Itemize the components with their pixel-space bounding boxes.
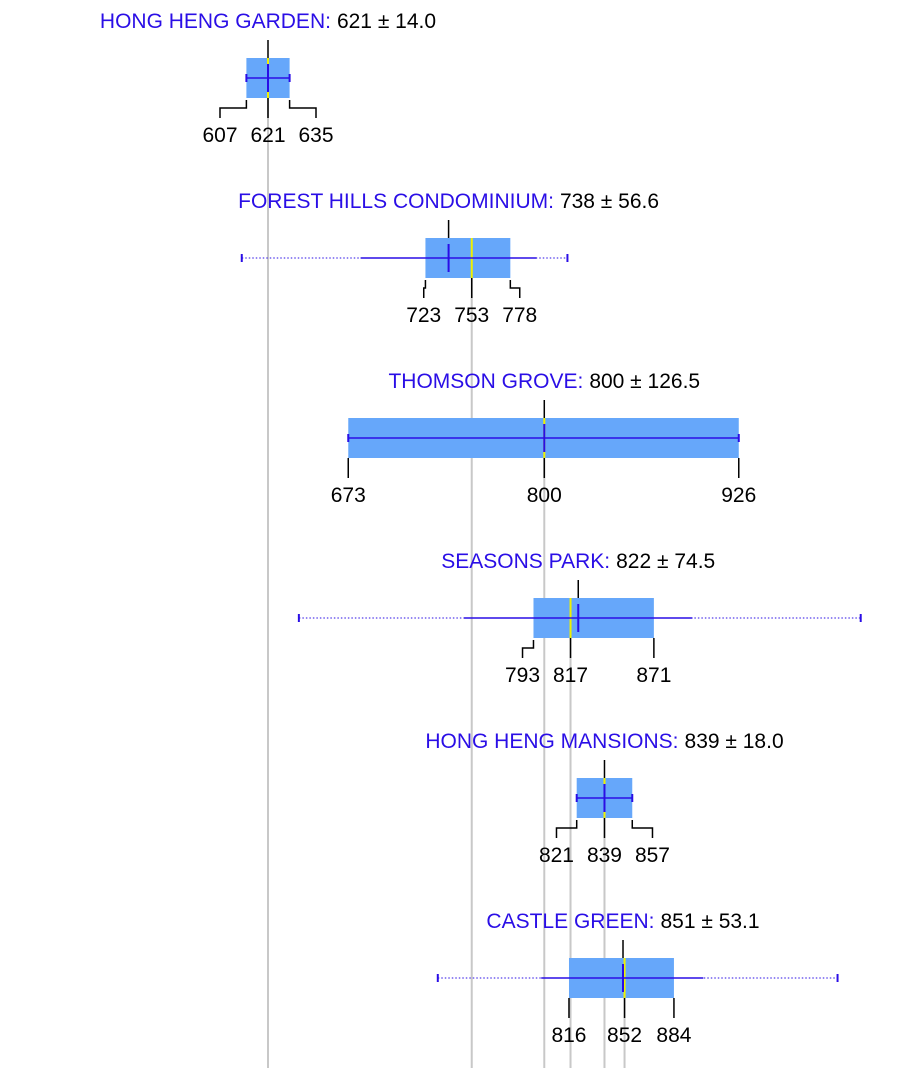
q1-label: 793 (505, 664, 540, 687)
series-name: SEASONS PARK: (441, 550, 610, 573)
median-label: 753 (454, 304, 489, 327)
median-label: 621 (250, 124, 285, 147)
median-label: 852 (607, 1024, 642, 1047)
q3-label: 926 (721, 484, 756, 507)
series-name: HONG HENG GARDEN: (100, 10, 331, 33)
q1-label: 821 (539, 844, 574, 867)
series-row: HONG HENG GARDEN: 621 ± 14.0 607 621 635 (100, 10, 436, 147)
series-title: HONG HENG GARDEN: 621 ± 14.0 (100, 10, 436, 33)
series-name: FOREST HILLS CONDOMINIUM: (238, 190, 554, 213)
series-summary: 851 ± 53.1 (660, 910, 759, 933)
q1-label: 673 (331, 484, 366, 507)
series-name: THOMSON GROVE: (388, 370, 583, 393)
series-title: THOMSON GROVE: 800 ± 126.5 (388, 370, 700, 393)
series-row: HONG HENG MANSIONS: 839 ± 18.0 821 839 857 (425, 730, 783, 867)
label-connector (631, 820, 654, 838)
series-summary: 800 ± 126.5 (589, 370, 700, 393)
series-row: SEASONS PARK: 822 ± 74.5 793 817 871 (297, 550, 862, 687)
median-label: 839 (587, 844, 622, 867)
series-name: HONG HENG MANSIONS: (425, 730, 678, 753)
series-summary: 822 ± 74.5 (616, 550, 715, 573)
median-label: 817 (553, 664, 588, 687)
median-label: 800 (527, 484, 562, 507)
label-connector (509, 280, 521, 298)
series-summary: 839 ± 18.0 (685, 730, 784, 753)
label-connector (555, 820, 578, 838)
series-summary: 738 ± 56.6 (560, 190, 659, 213)
q3-label: 871 (636, 664, 671, 687)
series-title: FOREST HILLS CONDOMINIUM: 738 ± 56.6 (238, 190, 659, 213)
series-row: FOREST HILLS CONDOMINIUM: 738 ± 56.6 723 75… (238, 190, 659, 327)
series-title: SEASONS PARK: 822 ± 74.5 (441, 550, 715, 573)
series-title: CASTLE GREEN: 851 ± 53.1 (486, 910, 759, 933)
series-row: THOMSON GROVE: 800 ± 126.5 673 800 926 (331, 370, 757, 507)
q3-label: 884 (656, 1024, 691, 1047)
label-connector (219, 100, 248, 118)
q3-label: 857 (635, 844, 670, 867)
series-rows: HONG HENG GARDEN: 621 ± 14.0 607 621 635FORE… (100, 10, 862, 1047)
label-connector (422, 280, 427, 298)
series-summary: 621 ± 14.0 (337, 10, 436, 33)
label-connector (288, 100, 317, 118)
series-title: HONG HENG MANSIONS: 839 ± 18.0 (425, 730, 783, 753)
q3-label: 635 (298, 124, 333, 147)
q1-label: 723 (406, 304, 441, 327)
series-name: CASTLE GREEN: (486, 910, 654, 933)
label-connector (521, 640, 535, 658)
q3-label: 778 (502, 304, 537, 327)
q1-label: 816 (551, 1024, 586, 1047)
q1-label: 607 (202, 124, 237, 147)
series-row: CASTLE GREEN: 851 ± 53.1 816 852 884 (436, 910, 839, 1047)
